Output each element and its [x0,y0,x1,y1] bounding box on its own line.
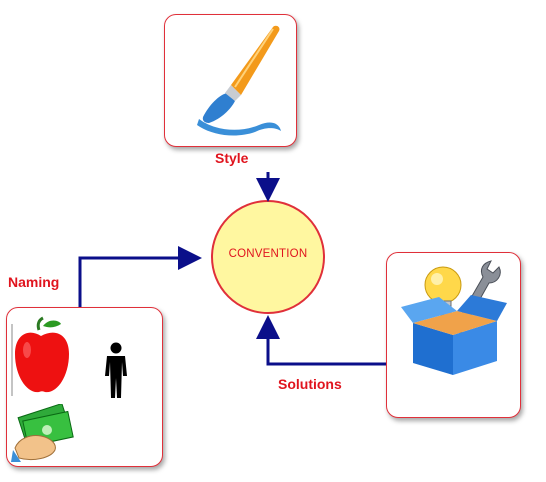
style-card [164,14,297,147]
person-icon [105,342,127,398]
naming-arrow [78,246,202,307]
style-label: Style [215,150,249,166]
solutions-label: Solutions [278,376,342,392]
convention-label: CONVENTION [228,248,308,260]
apple-icon [11,316,69,396]
solutions-card [386,252,521,418]
lightbulb-wrench-box-icon [401,260,507,375]
paintbrush-icon [197,25,281,136]
naming-card [6,307,163,467]
money-hand-icon [11,404,74,462]
naming-label: Naming [8,274,60,290]
solutions-arrow [256,315,386,366]
